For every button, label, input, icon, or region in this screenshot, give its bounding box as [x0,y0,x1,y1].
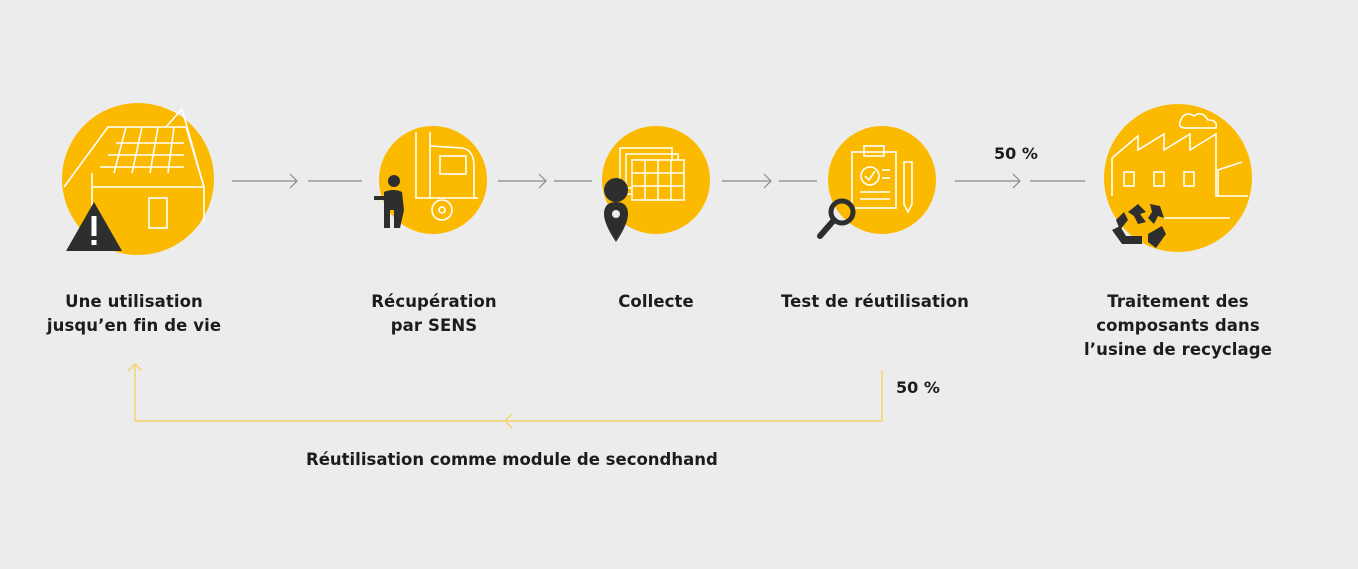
house-solar-panel-warning-icon [62,103,214,255]
step-label-recovery: Récupération par SENS [371,292,497,335]
recycle-icon [1112,204,1166,248]
arrow-1-icon [232,173,362,189]
arrow-2-icon [498,173,592,189]
return-loop-arrow-icon [127,363,883,429]
person-truck-icon [374,126,487,234]
reuse-loop-label: Réutilisation comme module de secondhand [306,450,718,469]
clipboard-magnifier-icon [817,126,936,239]
arrow-4-icon [955,173,1085,189]
step-label-end-of-life: Une utilisation jusqu’en fin de vie [46,292,222,335]
reuse-percent: 50 % [896,378,940,397]
factory-recycle-icon [1104,104,1252,252]
step-label-collection: Collecte [618,292,694,311]
arrow-3-icon [722,173,817,189]
step-label-recycling-plant: Traitement des composants dans l’usine d… [1083,292,1272,359]
stacked-solar-panels-location-icon [602,126,710,242]
recycling-percent: 50 % [994,144,1038,163]
step-label-reuse-test: Test de réutilisation [780,292,970,311]
